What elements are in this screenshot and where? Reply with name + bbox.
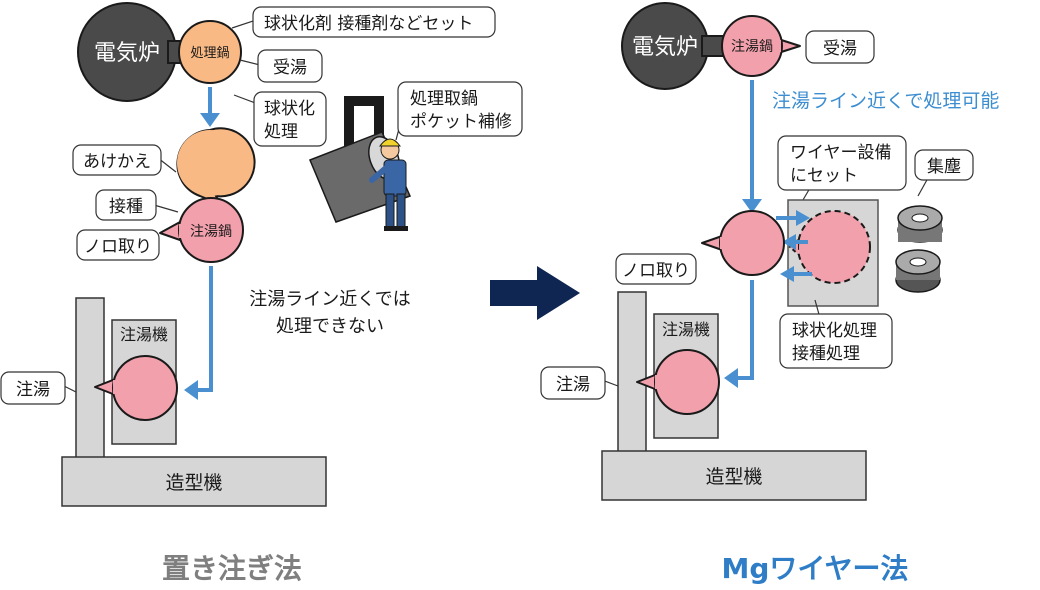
left-treatment-ladle-label: 処理鍋: [190, 45, 229, 61]
callout-receive-right-text: 受湯: [823, 39, 857, 59]
right-arrow-1-head: [742, 199, 762, 213]
callout-dust-text: 集塵: [927, 157, 961, 177]
left-molding-machine-label: 造型機: [165, 472, 222, 494]
callout-inoculation: 接種: [95, 189, 179, 221]
callout-process: 球状化処理 接種処理: [779, 299, 893, 369]
callout-worker: 処理取鍋 ポケット補修: [395, 81, 523, 141]
callout-receive-right: 受湯: [805, 30, 875, 64]
left-furnace: 電気炉: [77, 2, 177, 102]
callout-spheroidizer-text: 球状化剤 接種剤などセット: [264, 14, 473, 34]
callout-treatment: 球状化 処理: [233, 91, 327, 147]
right-pouring-ladle: [701, 210, 785, 276]
right-furnace-label: 電気炉: [632, 35, 698, 60]
right-furnace: 電気炉: [621, 2, 709, 90]
left-note: 注湯ライン近くでは 処理できない: [249, 289, 410, 337]
transition-arrow-icon: [490, 266, 580, 320]
left-swap-ladle: [176, 127, 256, 206]
callout-spheroidizer: 球状化剤 接種剤などセット: [231, 6, 496, 38]
worker-icon: [309, 96, 412, 231]
left-note-line2: 処理できない: [276, 316, 384, 337]
right-top-ladle-label: 注湯鍋: [731, 38, 773, 55]
right-top-ladle: 注湯鍋: [721, 15, 801, 77]
callout-slag-left-text: ノロ取り: [84, 237, 152, 257]
right-arrow-2: [734, 280, 754, 380]
callout-wire-line2: にセット: [790, 166, 858, 186]
left-pouring-ladle: 注湯鍋: [159, 197, 244, 263]
left-machine-tower: [75, 297, 105, 459]
callout-process-line2: 接種処理: [792, 344, 860, 364]
callout-receive-left-text: 受湯: [273, 58, 307, 78]
callout-wire: ワイヤー設備 にセット: [777, 135, 907, 206]
right-note: 注湯ライン近くで処理可能: [772, 90, 999, 112]
callout-receive-left: 受湯: [239, 49, 323, 83]
callout-swap-text: あけかえ: [83, 152, 151, 172]
callout-dust: 集塵: [914, 149, 974, 197]
left-pouring-ladle-label: 注湯鍋: [190, 223, 232, 240]
right-furnace-spout: [701, 35, 725, 57]
callout-worker-line2: ポケット補修: [410, 112, 512, 132]
callout-pour-right: 注湯: [540, 366, 619, 400]
callout-pour-left: 注湯: [0, 371, 77, 405]
callout-pour-right-text: 注湯: [556, 375, 590, 395]
callout-slag-right-text: ノロ取り: [622, 261, 690, 281]
callout-wire-line1: ワイヤー設備: [790, 143, 892, 163]
right-arrow-2-head: [724, 368, 738, 388]
left-molding-machine: [61, 456, 327, 507]
left-pouring-machine-label: 注湯機: [120, 325, 168, 344]
right-molding-machine: [601, 450, 867, 501]
callout-treatment-line1: 球状化: [264, 99, 315, 119]
right-pouring-machine-label: 注湯機: [662, 320, 710, 339]
callout-slag-right: ノロ取り: [615, 253, 697, 285]
left-arrow-2: [194, 266, 213, 392]
callout-treatment-line2: 処理: [264, 122, 298, 142]
right-machine-ladle: [636, 349, 720, 415]
left-note-line1: 注湯ライン近くでは: [249, 289, 410, 310]
left-arrow-2-head: [184, 380, 198, 400]
callout-slag-left: ノロ取り: [76, 229, 160, 261]
callout-process-line1: 球状化処理: [792, 321, 877, 341]
callout-inoculation-text: 接種: [109, 197, 143, 217]
left-machine-ladle: [94, 355, 178, 421]
right-method-title: Mgワイヤー法: [721, 552, 908, 585]
callout-pour-left-text: 注湯: [16, 380, 50, 400]
left-treatment-ladle: 処理鍋: [178, 20, 242, 84]
wire-coil-icon: [895, 205, 943, 293]
right-panel: 電気炉 注湯鍋 受湯 注湯ライン近くで処理可能 ワイヤー設備 にセット: [540, 2, 999, 585]
left-furnace-label: 電気炉: [94, 41, 160, 66]
right-molding-machine-label: 造型機: [705, 466, 762, 488]
left-method-title: 置き注ぎ法: [162, 552, 302, 585]
left-panel: 電気炉 処理鍋 球状化剤 接種剤などセット 受湯 球状化 処: [0, 2, 523, 585]
left-arrow-1-head: [200, 113, 220, 127]
callout-swap: あけかえ: [72, 144, 177, 176]
callout-worker-line1: 処理取鍋: [410, 89, 478, 109]
right-machine-tower: [617, 291, 647, 453]
